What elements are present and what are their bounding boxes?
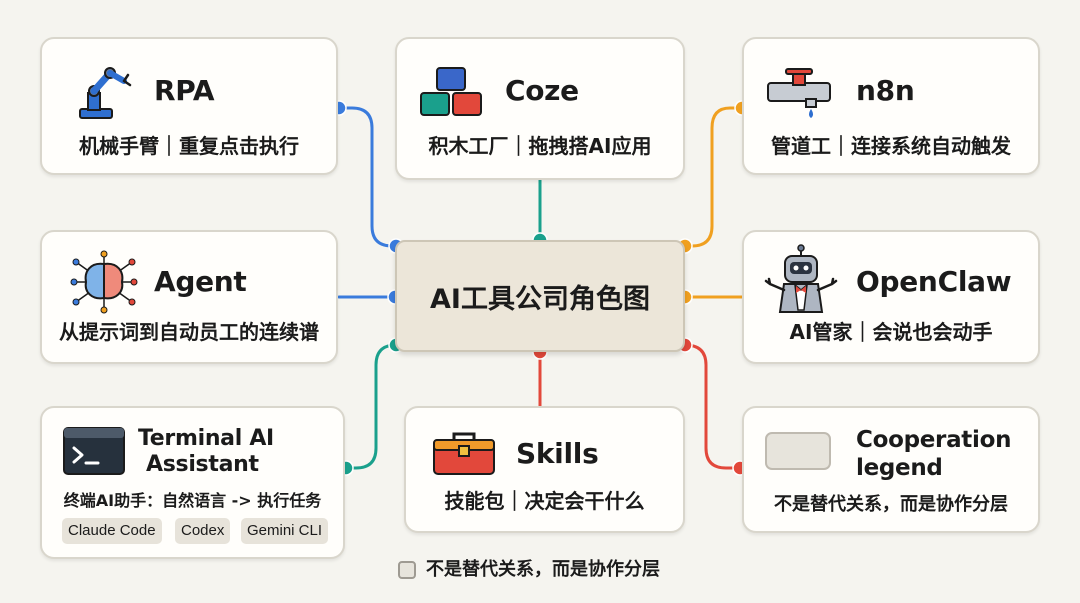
card-title: Coze — [505, 74, 579, 107]
card-title: RPA — [154, 74, 215, 107]
connector-rpa — [337, 106, 398, 248]
center-label: AI工具公司角色图 — [430, 283, 650, 315]
card-subtitle: 积木工厂｜拖拽搭AI应用 — [428, 134, 652, 158]
card-subtitle: 管道工｜连接系统自动触发 — [771, 134, 1011, 158]
card-subtitle: 不是替代关系，而是协作分层 — [774, 494, 1008, 515]
card-title: Terminal AI — [138, 426, 274, 451]
robot-butler-icon — [764, 244, 838, 313]
card-skills[interactable]: Skills 技能包｜决定会干什么 — [404, 406, 685, 533]
card-title: n8n — [856, 74, 915, 107]
brain-network-icon — [70, 250, 138, 314]
connector-n8n — [683, 106, 744, 248]
water-pipe-icon — [767, 68, 831, 118]
card-subtitle: AI管家｜会说也会动手 — [789, 320, 993, 344]
tag-gemini-cli: Gemini CLI — [241, 518, 329, 544]
footer-legend-swatch — [398, 561, 416, 579]
terminal-icon — [63, 427, 125, 475]
card-subtitle: 终端AI助手：自然语言 -> 执行任务 — [63, 491, 322, 510]
toolbox-icon — [433, 432, 495, 475]
connector-terminal — [344, 343, 398, 470]
card-openclaw[interactable]: OpenClaw AI管家｜会说也会动手 — [742, 230, 1040, 364]
robot-arm-icon — [79, 67, 132, 119]
card-title-line2: Assistant — [146, 452, 259, 477]
card-agent[interactable]: Agent 从提示词到自动员工的连续谱 — [40, 230, 338, 364]
tag-claude-code: Claude Code — [62, 518, 162, 544]
card-n8n[interactable]: n8n 管道工｜连接系统自动触发 — [742, 37, 1040, 175]
card-title: Skills — [516, 437, 599, 470]
card-title: Cooperation — [856, 427, 1012, 453]
card-title-line2: legend — [856, 455, 943, 481]
card-rpa[interactable]: RPA 机械手臂｜重复点击执行 — [40, 37, 338, 175]
card-title: OpenClaw — [856, 265, 1012, 298]
tag-codex: Codex — [175, 518, 231, 544]
card-subtitle: 技能包｜决定会干什么 — [444, 489, 645, 513]
center-node[interactable]: AI工具公司角色图 — [395, 240, 685, 352]
card-subtitle: 从提示词到自动员工的连续谱 — [59, 320, 319, 344]
card-coze[interactable]: Coze 积木工厂｜拖拽搭AI应用 — [395, 37, 685, 180]
building-blocks-icon — [420, 67, 482, 116]
card-subtitle: 机械手臂｜重复点击执行 — [79, 134, 299, 158]
connector-legend — [683, 343, 742, 470]
card-title: Agent — [154, 265, 247, 298]
footer-legend-text: 不是替代关系，而是协作分层 — [426, 559, 660, 580]
legend-swatch — [765, 432, 831, 470]
